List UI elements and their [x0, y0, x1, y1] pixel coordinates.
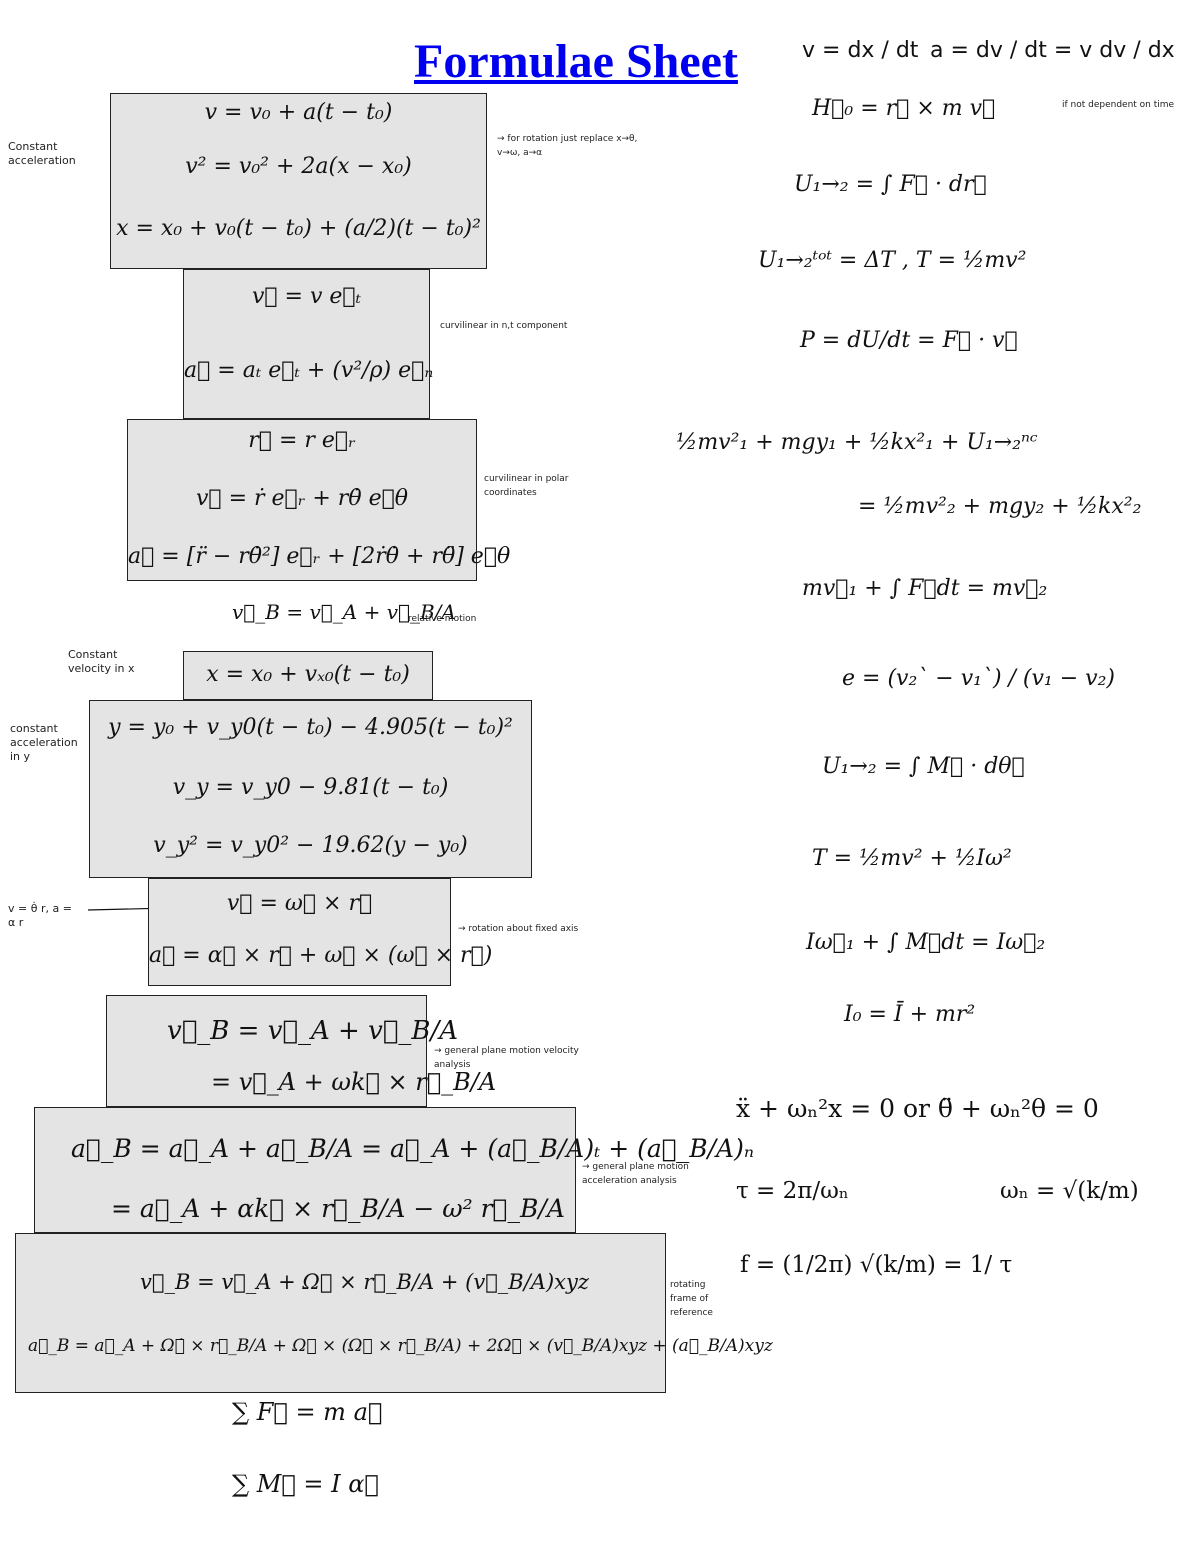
gpm-vel-eq-2: = v⃗_A + ωk⃗ × r⃗_B/A [211, 1068, 497, 1096]
gpm-acceleration-box: a⃗_B = a⃗_A + a⃗_B/A = a⃗_A + (a⃗_B/A)ₜ … [34, 1107, 754, 1233]
constant-acceleration-y-box: y = y₀ + v_y0(t − t₀) − 4.905(t − t₀)² v… [89, 700, 532, 878]
work-energy-eq: U₁→₂ᵗᵒᵗ = ΔT , T = ½mv² [758, 248, 1027, 273]
nt-note: curvilinear in n,t component [440, 321, 568, 331]
velocity-definition: v = dx / dt [802, 38, 919, 63]
newton-moment-eq: ∑ M⃗ = I α⃗ [232, 1470, 379, 1498]
constant-velocity-x-box: x = x₀ + vₓ₀(t − t₀) [183, 651, 433, 700]
gpm-acceleration-note: → general plane motion acceleration anal… [582, 1162, 689, 1186]
restitution-eq: e = (v₂` − v₁`) / (v₁ − v₂) [842, 666, 1116, 691]
energy-conservation-eq-2: = ½mv²₂ + mgy₂ + ½kx²₂ [858, 494, 1142, 519]
const-vel-x-eq: x = x₀ + vₓ₀(t − t₀) [206, 662, 410, 687]
fixed-axis-note: → rotation about fixed axis [458, 924, 579, 934]
angular-momentum-eq: H⃗₀ = r⃗ × m v⃗ [812, 96, 996, 121]
constant-acceleration-label: Constant acceleration [8, 140, 76, 167]
rotation-replace-note: → for rotation just replace x→θ, v→ω, a→… [497, 134, 638, 158]
gpm-acc-eq-1: a⃗_B = a⃗_A + a⃗_B/A = a⃗_A + (a⃗_B/A)ₜ … [71, 1134, 754, 1163]
nt-components-box: v⃗ = v e⃗ₜ a⃗ = aₜ e⃗ₜ + (v²/ρ) e⃗ₙ [183, 269, 434, 419]
impulse-momentum-eq: mv⃗₁ + ∫ F⃗dt = mv⃗₂ [802, 576, 1048, 601]
const-acc-y-eq-3: v_y² = v_y0² − 19.62(y − y₀) [153, 833, 468, 858]
const-acc-y-eq-2: v_y = v_y0 − 9.81(t − t₀) [172, 775, 449, 800]
const-acc-eq-1: v = v₀ + a(t − t₀) [204, 100, 393, 125]
fixed-axis-eq-1: v⃗ = ω⃗ × r⃗ [226, 891, 373, 916]
rotating-frame-box: v⃗_B = v⃗_A + Ω⃗ × r⃗_B/A + (v⃗_B/A)xyz … [15, 1233, 773, 1393]
const-acc-eq-2: v² = v₀² + 2a(x − x₀) [185, 154, 412, 179]
const-acc-eq-3: x = x₀ + v₀(t − t₀) + (a/2)(t − t₀)² [116, 216, 481, 241]
gpm-velocity-box: v⃗_B = v⃗_A + v⃗_B/A = v⃗_A + ωk⃗ × r⃗_B… [106, 995, 496, 1107]
rotating-frame-note: rotating frame of reference [670, 1280, 713, 1318]
polar-eq-2: v⃗ = ṙ e⃗ᵣ + rθ̇ e⃗θ [195, 486, 409, 511]
gpm-velocity-note: → general plane motion velocity analysis [434, 1046, 579, 1070]
newton-force-eq: ∑ F⃗ = m a⃗ [232, 1398, 383, 1426]
polar-eq-3: a⃗ = [r̈ − rθ̇²] e⃗ᵣ + [2ṙθ̇ + rθ̈] e⃗θ [128, 544, 511, 569]
polar-box: r⃗ = r e⃗ᵣ v⃗ = ṙ e⃗ᵣ + rθ̇ e⃗θ a⃗ = [r̈… [127, 419, 511, 581]
gpm-acc-eq-2: = a⃗_A + αk⃗ × r⃗_B/A − ω² r⃗_B/A [111, 1194, 565, 1223]
time-dependence-note: if not dependent on time [1062, 100, 1175, 110]
const-acc-y-eq-1: y = y₀ + v_y0(t − t₀) − 4.905(t − t₀)² [108, 715, 513, 740]
constant-acceleration-y-label: constant acceleration in y [10, 722, 78, 763]
vibration-ode-eq: ẍ + ωₙ²x = 0 or θ̈ + ωₙ²θ = 0 [736, 1094, 1099, 1123]
page-title: Formulae Sheet [414, 35, 738, 88]
power-eq: P = dU/dt = F⃗ · v⃗ [800, 328, 1018, 353]
relative-motion-eq: v⃗_B = v⃗_A + v⃗_B/A [232, 600, 456, 624]
work-force-eq: U₁→₂ = ∫ F⃗ · dr⃗ [794, 172, 987, 197]
nt-eq-2: a⃗ = aₜ e⃗ₜ + (v²/ρ) e⃗ₙ [184, 358, 434, 383]
period-eq: τ = 2π/ωₙ [736, 1178, 849, 1204]
nt-eq-1: v⃗ = v e⃗ₜ [251, 284, 362, 309]
constant-velocity-x-label: Constant velocity in x [68, 648, 135, 675]
polar-eq-1: r⃗ = r e⃗ᵣ [248, 428, 356, 453]
relative-motion-note: relative motion [408, 614, 477, 624]
natural-frequency-eq: ωₙ = √(k/m) [1000, 1178, 1139, 1204]
acceleration-definition: a = dv / dt = v dv / dx [930, 38, 1175, 63]
constant-acceleration-box: v = v₀ + a(t − t₀) v² = v₀² + 2a(x − x₀)… [110, 93, 487, 269]
polar-note: curvilinear in polar coordinates [484, 474, 569, 498]
fixed-axis-eq-2: a⃗ = α⃗ × r⃗ + ω⃗ × (ω⃗ × r⃗) [149, 943, 493, 968]
work-moment-eq: U₁→₂ = ∫ M⃗ · dθ⃗ [822, 754, 1025, 779]
fixed-axis-side-note: v = θ̇ r, a = α r [8, 902, 72, 929]
fixed-axis-box: v⃗ = ω⃗ × r⃗ a⃗ = α⃗ × r⃗ + ω⃗ × (ω⃗ × r… [148, 878, 493, 986]
frequency-eq: f = (1/2π) √(k/m) = 1/ τ [740, 1252, 1013, 1278]
gpm-vel-eq-1: v⃗_B = v⃗_A + v⃗_B/A [167, 1016, 459, 1046]
energy-conservation-eq-1: ½mv²₁ + mgy₁ + ½kx²₁ + U₁→₂ⁿᶜ [676, 430, 1038, 455]
kinetic-energy-eq: T = ½mv² + ½Iω² [812, 846, 1012, 871]
parallel-axis-eq: I₀ = Ī + mr² [844, 1002, 976, 1027]
angular-impulse-eq: Iω⃗₁ + ∫ M⃗dt = Iω⃗₂ [806, 930, 1046, 955]
rotating-frame-eq-2: a⃗_B = a⃗_A + Ω⃗̇ × r⃗_B/A + Ω⃗ × (Ω⃗ × … [28, 1336, 773, 1356]
rotating-frame-eq-1: v⃗_B = v⃗_A + Ω⃗ × r⃗_B/A + (v⃗_B/A)xyz [140, 1270, 589, 1294]
